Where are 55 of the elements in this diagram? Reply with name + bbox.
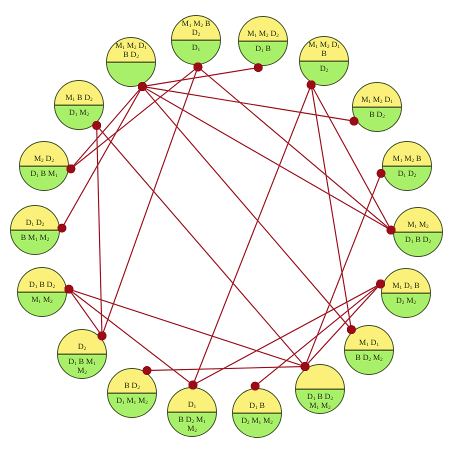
upper-half-label: M$_{1}$ M$_{2}$ D$_{1}$ B D$_{2}$ [114,41,148,59]
upper-half-label: D$_{1}$ D$_{2}$ [24,218,46,227]
upper-half-label: D$_{1}$ B D$_{2}$ [28,280,56,289]
split-circle [232,388,282,438]
lower-half-label: B D$_{2}$ M$_{1}$ M$_{2}$ [177,415,207,433]
split-circle [106,37,156,87]
lower-half-label: M$_{1}$ M$_{2}$ [30,295,54,304]
upper-half-label: M$_{1}$ M$_{2}$ D$_{2}$ [246,29,280,38]
lower-half-label: D$_{1}$ B D$_{2}$ M$_{1}$ M$_{2}$ [306,392,334,410]
split-circle [57,329,107,379]
split-circle [238,16,288,66]
split-circle [382,141,432,191]
split-circle [381,268,431,318]
split-circle [54,80,104,130]
upper-half-label: M$_{1}$ M$_{2}$ D$_{1}$ [360,95,394,104]
split-circle [17,267,67,317]
split-circle [19,141,69,191]
upper-half-label: M$_{1}$ M$_{2}$ B D$_{2}$ [180,19,212,37]
lower-half-label: B D$_{2}$ M$_{2}$ [354,353,384,362]
upper-half-label: M$_{1}$ M$_{2}$ B [392,154,422,163]
lower-half-label: D$_{1}$ B D$_{2}$ [404,235,432,244]
lower-half-label: D$_{1}$ D$_{2}$ [396,169,418,178]
upper-half-label: M$_{1}$ D$_{1}$ [358,338,380,347]
upper-half-label: B D$_{2}$ [123,381,141,390]
lower-half-label: B M$_{1}$ M$_{2}$ [20,233,50,242]
lower-half-label: D$_{1}$ B M$_{1}$ [29,169,59,178]
split-circle [393,207,443,257]
upper-half-label: M$_{1}$ D$_{1}$ B [391,281,421,290]
split-circle [299,36,349,86]
upper-half-label: M$_{1}$ M$_{2}$ D$_{1}$ B [307,40,341,58]
split-circle [295,364,345,414]
upper-half-label: M$_{1}$ B D$_{2}$ [64,93,94,102]
lower-half-label: D$_{2}$ M$_{1}$ M$_{2}$ [240,416,274,425]
upper-half-label: M$_{1}$ M$_{2}$ [406,220,430,229]
upper-half-label: M$_{2}$ D$_{2}$ [33,154,55,163]
split-circle [167,387,217,437]
lower-half-label: D$_{1}$ M$_{1}$ M$_{2}$ [115,396,149,405]
upper-half-label: D$_{2}$ [76,342,88,351]
lower-half-label: D$_{1}$ [190,43,202,52]
split-circle [10,205,60,255]
split-circle [171,15,221,65]
upper-half-label: D$_{1}$ [186,400,198,409]
upper-half-label: D$_{1}$ B [248,401,266,410]
lower-half-label: B D$_{2}$ [368,110,386,119]
connector-line [66,62,202,174]
split-circle [344,325,394,375]
lower-half-label: D$_{1}$ B M$_{1}$ M$_{2}$ [67,357,97,375]
lower-half-label: D$_{1}$ B [254,44,272,53]
split-circle [107,368,157,418]
connector-line [57,82,147,233]
split-circle [352,82,402,132]
lower-half-label: D$_{1}$ M$_{2}$ [68,108,90,117]
lower-half-label: D$_{2}$ M$_{2}$ [395,296,417,305]
lower-half-label: D$_{2}$ [318,64,330,73]
connector-line [188,279,386,390]
